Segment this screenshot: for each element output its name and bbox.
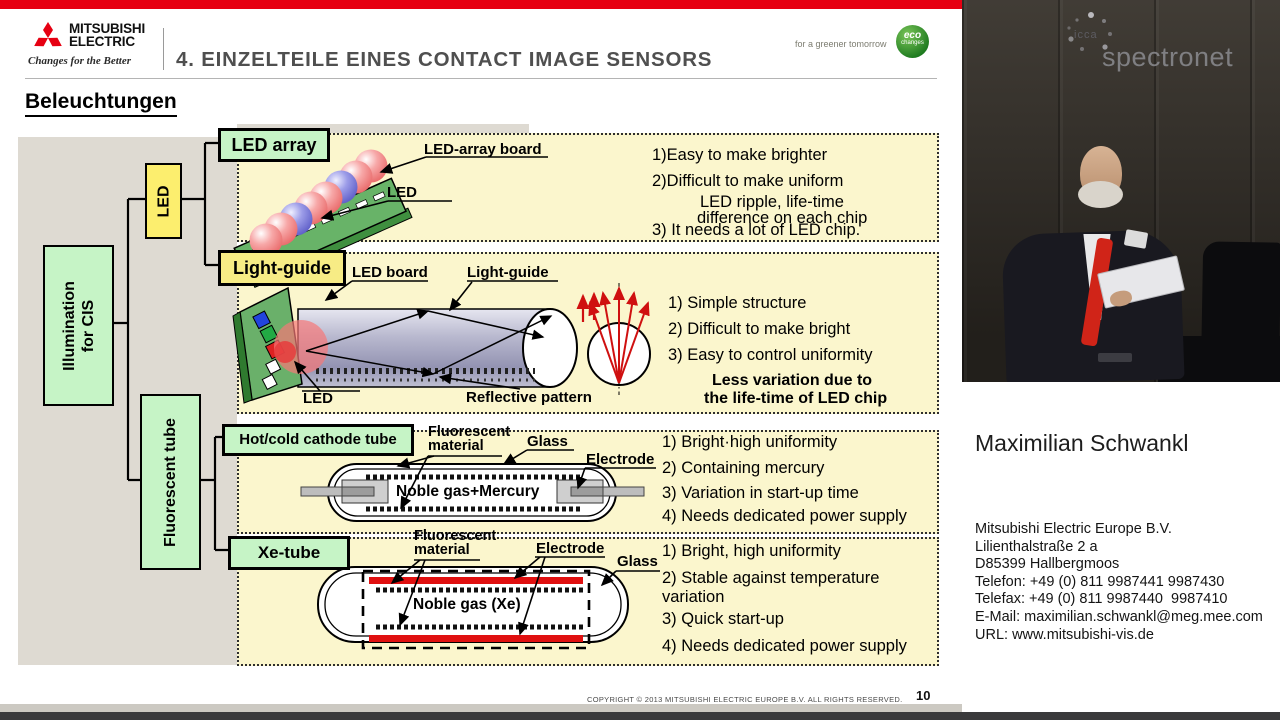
xe-point-2: 2) Stable against temperature <box>662 569 880 587</box>
led-array-board-label: LED-array board <box>424 141 542 158</box>
brand-tagline: Changes for the Better <box>28 55 131 67</box>
bottom-gray-strip <box>0 704 962 712</box>
led-array-box: LED array <box>218 128 330 162</box>
copyright-line: COPYRIGHT © 2013 MITSUBISHI ELECTRIC EUR… <box>587 695 903 704</box>
mitsubishi-logo-icon <box>34 22 62 47</box>
xe-glass-label: Glass <box>617 553 658 570</box>
xe-point-4: 4) Needs dedicated power supply <box>662 637 907 655</box>
cathode-electrode-label: Electrode <box>586 451 655 468</box>
led-array-point-1: 1)Easy to make brighter <box>652 146 828 164</box>
eco-changes-badge: eco changes <box>896 25 929 58</box>
eco-badge-text1: eco <box>903 30 922 41</box>
cathode-point-1: 1) Bright·high uniformity <box>662 433 838 451</box>
eco-slogan: for a greener tomorrow <box>795 39 887 49</box>
tree-root-label: Illumination for CIS <box>60 280 97 371</box>
contact-email: E-Mail: maximilian.schwankl@meg.mee.com <box>975 608 1263 625</box>
light-guide-led-label: LED <box>303 390 333 407</box>
light-guide-note-1: Less variation due to <box>712 372 873 389</box>
speaker-info: Maximilian Schwankl Mitsubishi Electric … <box>962 382 1280 712</box>
led-array-point-2a: LED ripple, life-time <box>700 193 844 211</box>
speaker-beard <box>1078 181 1123 208</box>
led-array-point-2: 2)Difficult to make uniform <box>652 172 844 190</box>
xe-tube-text: Noble gas (Xe) <box>413 596 521 613</box>
cathode-point-2: 2) Containing mercury <box>662 459 825 477</box>
spectronet-dots-icon <box>1067 12 1112 51</box>
light-guide-point-1: 1) Simple structure <box>668 294 807 312</box>
speaker-video: icca spectronet <box>962 0 1280 382</box>
xe-point-2b: variation <box>662 588 725 606</box>
contact-street: Lilienthalstraße 2 a <box>975 538 1098 555</box>
light-guide-guide-label: Light-guide <box>467 264 549 281</box>
tree-branch-led: LED <box>145 163 182 239</box>
spectronet-watermark: spectronet <box>1102 42 1234 72</box>
xe-point-1: 1) Bright, high uniformity <box>662 542 841 560</box>
tree-branch-fluorescent-label: Fluorescent tube <box>162 417 179 547</box>
eco-badge-text2: changes <box>901 40 924 46</box>
contact-fax: Telefax: +49 (0) 811 9987440 9987410 <box>975 591 1228 608</box>
brand-line2: ELECTRIC <box>69 33 135 49</box>
cathode-glass-label: Glass <box>527 433 568 450</box>
cathode-tube-text: Noble gas+Mercury <box>396 483 540 500</box>
light-guide-note-2: the life-time of LED chip <box>704 390 888 407</box>
contact-city: D85399 Hallbergmoos <box>975 556 1120 573</box>
cathode-material-label: Fluorescent material <box>428 424 511 454</box>
speaker-name: Maximilian Schwankl <box>975 430 1189 456</box>
xe-material-label: Fluorescent material <box>414 528 497 558</box>
cathode-tube-box: Hot/cold cathode tube <box>222 424 414 456</box>
brand-name: MITSUBISHI ELECTRIC <box>69 21 146 49</box>
xe-tube-box: Xe-tube <box>228 536 350 570</box>
contact-company: Mitsubishi Electric Europe B.V. <box>975 521 1172 537</box>
light-guide-pattern-label: Reflective pattern <box>466 389 592 406</box>
tree-backdrop-strip <box>237 124 529 135</box>
brand-line1: MITSUBISHI <box>69 21 146 36</box>
tree-branch-fluorescent: Fluorescent tube <box>140 394 201 570</box>
tree-branch-led-label: LED <box>155 185 172 217</box>
contact-phone: Telefon: +49 (0) 811 9987441 9987430 <box>975 573 1225 590</box>
cathode-point-4: 4) Needs dedicated power supply <box>662 507 907 525</box>
top-red-bar <box>0 0 962 9</box>
header-rule <box>25 78 937 79</box>
page-heading: Beleuchtungen <box>25 90 177 117</box>
bottom-dark-bar <box>0 712 1280 720</box>
xe-point-3: 3) Quick start-up <box>662 610 784 628</box>
speaker-contact: Mitsubishi Electric Europe B.V. Lilienth… <box>975 521 1263 644</box>
contact-url: URL: www.mitsubishi-vis.de <box>975 626 1154 643</box>
slide: MITSUBISHI ELECTRIC Changes for the Bett… <box>0 0 962 704</box>
page-number: 10 <box>916 688 931 703</box>
header-divider <box>163 28 164 70</box>
light-guide-box: Light-guide <box>218 250 346 286</box>
light-guide-point-3: 3) Easy to control uniformity <box>668 346 873 364</box>
tree-root-illumination: Illumination for CIS <box>43 245 114 406</box>
led-array-point-3: 3) It needs a lot of LED chip. <box>652 221 861 239</box>
cathode-point-3: 3) Variation in start-up time <box>662 484 859 502</box>
icca-watermark: icca <box>1074 29 1098 41</box>
led-array-led-label: LED <box>387 184 417 201</box>
led-array-point-2b: difference on each chip <box>697 209 868 227</box>
slide-title: 4. EINZELTEILE EINES CONTACT IMAGE SENSO… <box>176 48 713 71</box>
light-guide-point-2: 2) Difficult to make bright <box>668 320 851 338</box>
light-guide-board-label: LED board <box>352 264 428 281</box>
speaker-belt <box>1098 353 1132 362</box>
xe-electrode-label: Electrode <box>536 540 605 557</box>
